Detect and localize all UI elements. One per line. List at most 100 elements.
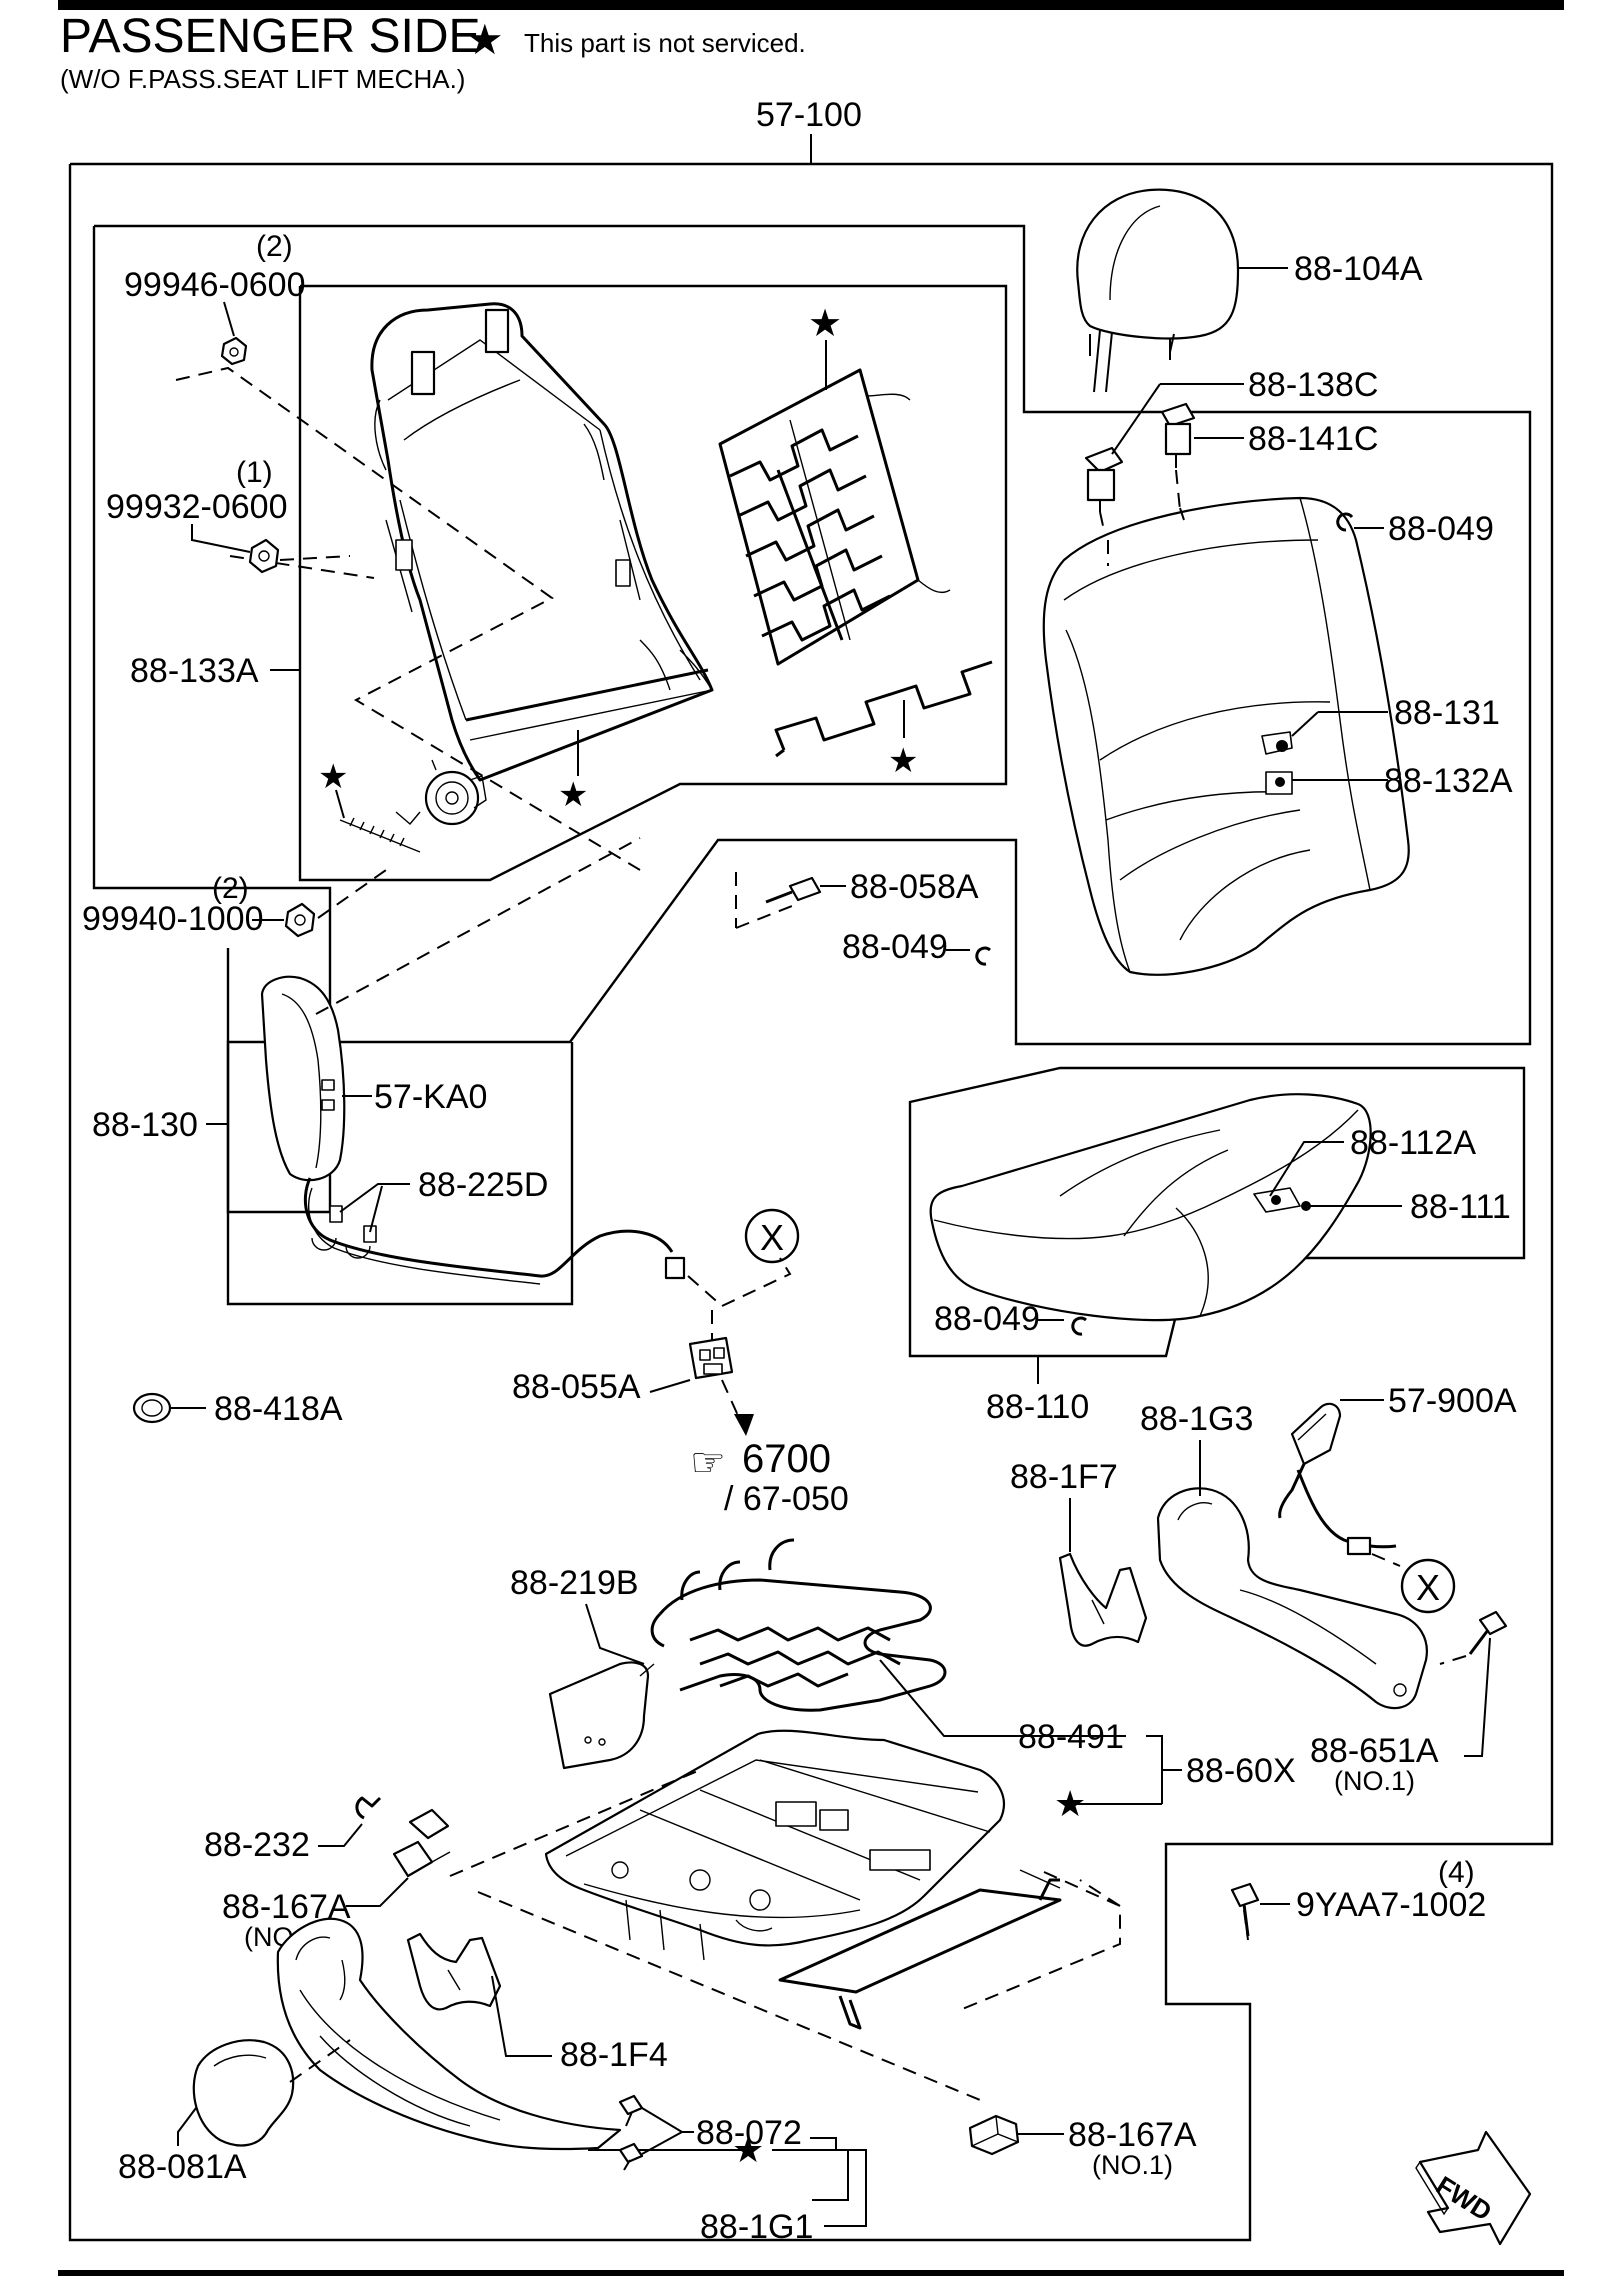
rail-cap-no2 xyxy=(392,1808,451,1878)
not-serviced-note: This part is not serviced. xyxy=(524,28,806,58)
connector-x-icon xyxy=(744,1208,800,1264)
rail-cap-no1 xyxy=(968,2114,1020,2156)
label-57-KA0: 57-KA0 xyxy=(374,1078,487,1116)
label-88-219B: 88-219B xyxy=(510,1564,639,1602)
label-88-60X: 88-60X xyxy=(1186,1752,1296,1790)
inner-cover xyxy=(1156,1487,1428,1710)
star-icon: ★ xyxy=(558,776,588,814)
qty-9YAA7-1002: (4) xyxy=(1438,1856,1475,1889)
front-bolt-icon xyxy=(1468,1610,1508,1655)
label-88-133A: 88-133A xyxy=(130,652,259,690)
qty-99940-1000: (2) xyxy=(212,872,249,905)
label-88-225D: 88-225D xyxy=(418,1166,548,1204)
nut-lower-icon xyxy=(284,902,316,938)
back-frame-box xyxy=(298,284,1008,882)
label-88-111: 88-111 xyxy=(1410,1188,1511,1226)
reference-number: 6700 xyxy=(742,1437,831,1481)
back-cover-clip xyxy=(1261,731,1293,795)
page-title: PASSENGER SIDE xyxy=(60,10,481,63)
clip-232-icon xyxy=(355,1796,382,1820)
label-88-232: 88-232 xyxy=(204,1826,310,1864)
hand-pointer-icon: ☞ xyxy=(690,1441,726,1485)
star-icon: ★ xyxy=(1054,1783,1086,1824)
back-spring-mat xyxy=(718,368,951,666)
label-9YAA7-1002: 9YAA7-1002 xyxy=(1296,1886,1486,1924)
label-88-491: 88-491 xyxy=(1018,1718,1124,1756)
connector-holder xyxy=(688,1336,734,1380)
screw-icon xyxy=(618,2094,644,2171)
label-88-138C: 88-138C xyxy=(1248,366,1378,404)
label-88-1F4: 88-1F4 xyxy=(560,2036,668,2074)
grommet-icon xyxy=(132,1392,172,1424)
seat-back-frame xyxy=(370,302,714,826)
label-88-651A: 88-651A xyxy=(1310,1732,1439,1770)
top-rule xyxy=(58,0,1564,10)
label-88-112A: 88-112A xyxy=(1350,1124,1476,1162)
connector-x-label: X xyxy=(1416,1567,1440,1608)
seat-back-group-frame xyxy=(92,224,1532,1214)
label-57-900A: 57-900A xyxy=(1388,1382,1517,1420)
mount-bolt-icon xyxy=(1230,1882,1260,1937)
no-88-167A-no1: (NO.1) xyxy=(1092,2150,1173,2180)
seat-adjuster xyxy=(544,1729,1062,2030)
hog-ring-icon xyxy=(975,946,991,966)
label-99932-0600: 99932-0600 xyxy=(106,488,288,526)
airbag-harness xyxy=(303,1177,674,1278)
cushion-clip-icon xyxy=(1253,1187,1311,1213)
reference-sub: / 67-050 xyxy=(724,1480,849,1518)
hog-ring-icon xyxy=(1336,512,1354,532)
star-icon: ★ xyxy=(888,742,918,780)
seat-back-pad xyxy=(1042,496,1410,976)
label-88-049-mid: 88-049 xyxy=(842,928,948,966)
connector-x-label: X xyxy=(760,1217,784,1258)
label-88-132A: 88-132A xyxy=(1384,762,1513,800)
qty-99932-0600: (1) xyxy=(236,456,273,489)
cushion-pad xyxy=(929,1093,1372,1322)
outer-frame xyxy=(68,162,1554,2242)
recliner-spring xyxy=(339,817,421,853)
no-88-651A: (NO.1) xyxy=(1334,1766,1415,1796)
label-88-049-back: 88-049 xyxy=(1388,510,1494,548)
recliner-knob xyxy=(192,2039,295,2147)
label-88-1G3: 88-1G3 xyxy=(1140,1400,1253,1438)
cushion-group-frame xyxy=(908,1066,1526,1358)
cover-bracket xyxy=(1058,1552,1148,1647)
label-57-100: 57-100 xyxy=(756,96,862,134)
arrow-head-icon xyxy=(734,1414,754,1436)
fwd-arrow-icon: FWD xyxy=(1415,2130,1532,2246)
headrest xyxy=(1076,188,1240,393)
label-99940-1000: 99940-1000 xyxy=(82,900,264,938)
label-88-058A: 88-058A xyxy=(850,868,979,906)
nut-middle-icon xyxy=(248,538,280,574)
label-88-418A: 88-418A xyxy=(214,1390,343,1428)
cushion-spring xyxy=(548,1661,655,1770)
label-88-055A: 88-055A xyxy=(512,1368,641,1406)
headrest-guide-free xyxy=(1160,402,1196,468)
bottom-rule xyxy=(58,2270,1564,2276)
side-airbag-group-frame xyxy=(226,948,574,1306)
label-99946-0600: 99946-0600 xyxy=(124,266,306,304)
label-88-081A: 88-081A xyxy=(118,2148,247,2186)
label-88-072: 88-072 xyxy=(696,2114,802,2152)
lumbar-spring xyxy=(774,660,993,758)
star-icon: ★ xyxy=(732,2129,764,2170)
seat-belt-buckle xyxy=(1278,1402,1397,1556)
label-88-104A: 88-104A xyxy=(1294,250,1423,288)
seat-spring-set xyxy=(650,1538,947,1712)
connector-x-icon xyxy=(1400,1558,1456,1614)
nut-upper-icon xyxy=(220,336,248,366)
star-icon: ★ xyxy=(808,303,842,345)
page-subtitle: (W/O F.PASS.SEAT LIFT MECHA.) xyxy=(60,64,465,94)
headrest-guide-locked xyxy=(1084,446,1124,512)
side-airbag-module xyxy=(260,975,346,1182)
label-88-130: 88-130 xyxy=(92,1106,198,1144)
star-icon: ★ xyxy=(318,758,348,796)
label-88-1F7: 88-1F7 xyxy=(1010,1458,1118,1496)
star-icon: ★ xyxy=(466,16,504,63)
label-88-049-cushion: 88-049 xyxy=(934,1300,1040,1338)
bracket-1F4 xyxy=(406,1932,502,2011)
label-88-167A-no1: 88-167A xyxy=(1068,2116,1197,2154)
label-88-141C: 88-141C xyxy=(1248,420,1378,458)
label-88-110: 88-110 xyxy=(986,1388,1089,1426)
